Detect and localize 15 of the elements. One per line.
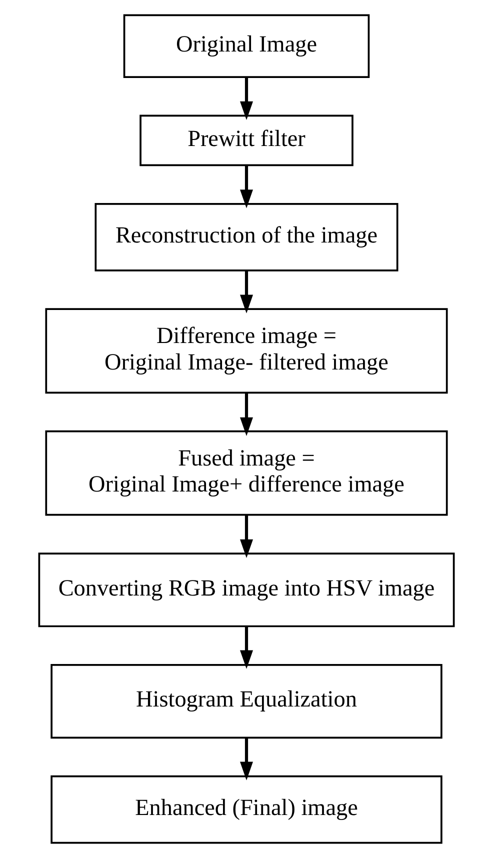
node-box: Original Image xyxy=(122,14,370,78)
arrow xyxy=(239,78,253,120)
node-box: Histogram Equalization xyxy=(50,664,442,739)
arrow xyxy=(239,270,253,314)
node-box: Fused image = Original Image+ difference image xyxy=(44,430,448,516)
arrow xyxy=(239,392,253,436)
arrow xyxy=(239,515,253,558)
node-box: Converting RGB image into HSV image xyxy=(38,552,454,628)
node-box: Reconstruction of the image xyxy=(94,202,398,272)
node-box: Difference image = Original Image- filtered image xyxy=(44,308,448,394)
arrow xyxy=(239,166,253,208)
node-box: Enhanced (Final) image xyxy=(50,775,442,844)
arrow xyxy=(239,626,253,669)
node-box: Prewitt filter xyxy=(139,114,353,166)
arrow xyxy=(239,738,253,780)
